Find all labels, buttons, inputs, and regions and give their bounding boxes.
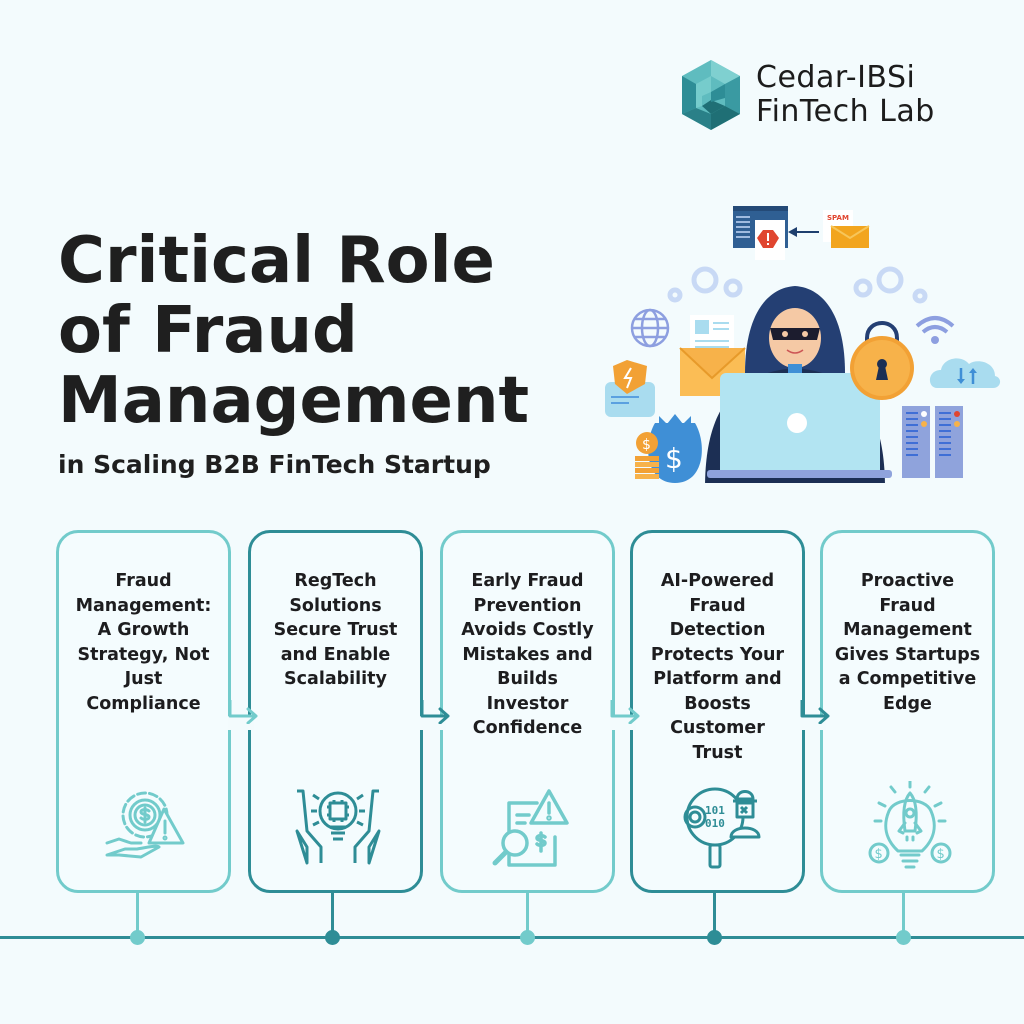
brand-logo: Cedar-IBSi FinTech Lab	[678, 58, 935, 132]
laptop-icon	[707, 373, 892, 478]
border-gap	[420, 716, 428, 730]
page-title: Critical Role of Fraud Management	[58, 226, 529, 436]
brand-name-line2: FinTech Lab	[756, 94, 935, 129]
browser-warning-icon	[733, 206, 819, 260]
timeline-stem	[136, 893, 139, 936]
svg-text:SPAM: SPAM	[827, 214, 849, 222]
svg-text:$: $	[937, 847, 945, 862]
open-padlock-icon	[850, 321, 914, 400]
arrow-right-icon	[610, 700, 640, 724]
timeline-stem	[902, 893, 905, 936]
svg-text:$: $	[642, 437, 651, 453]
brand-name: Cedar-IBSi FinTech Lab	[756, 61, 935, 129]
arrow-right-icon	[228, 700, 258, 724]
servers-icon	[902, 406, 963, 478]
spam-envelope-icon: SPAM	[823, 210, 870, 248]
svg-text:010: 010	[705, 817, 725, 830]
timeline-dot-2	[325, 930, 340, 945]
cloud-transfer-icon	[929, 358, 1001, 388]
timeline-line	[0, 936, 1024, 939]
svg-text:$: $	[665, 442, 683, 475]
border-gap	[800, 716, 808, 730]
timeline-stem	[331, 893, 334, 936]
timeline-dot-5	[896, 930, 911, 945]
hacker-illustration: SPAM	[605, 206, 1001, 483]
hexagon-logo-icon	[682, 60, 740, 130]
arrow-right-icon	[420, 700, 450, 724]
wifi-icon	[915, 316, 955, 344]
coins-icon: $	[635, 432, 659, 479]
hands-lightbulb-chip-icon	[295, 789, 381, 865]
brand-name-line1: Cedar-IBSi	[756, 60, 916, 95]
globe-icon	[630, 308, 670, 348]
timeline-dot-3	[520, 930, 535, 945]
page-subtitle: in Scaling B2B FinTech Startup	[58, 450, 491, 479]
svg-text:101: 101	[705, 804, 725, 817]
title-line-3: Management	[58, 364, 530, 438]
gears-icon	[667, 266, 928, 304]
timeline-stem	[526, 893, 529, 936]
timeline-stem	[713, 893, 716, 936]
lightbulb-rocket-dollar-icon: $ $	[868, 781, 952, 869]
timeline-dot-1	[130, 930, 145, 945]
money-bag-icon: $	[648, 414, 702, 483]
timeline-dot-4	[707, 930, 722, 945]
hand-gear-dollar-warning-icon	[105, 791, 185, 859]
title-line-1: Critical Role	[58, 224, 495, 298]
border-gap	[228, 716, 236, 730]
title-line-2: of Fraud	[58, 294, 358, 368]
magnifier-binary-fraudster-icon: 101 010	[683, 787, 761, 869]
document-magnifier-warning-icon	[492, 789, 569, 867]
arrow-right-icon	[800, 700, 830, 724]
svg-text:$: $	[875, 847, 883, 862]
border-gap	[610, 716, 618, 730]
shield-card-icon	[605, 360, 655, 417]
